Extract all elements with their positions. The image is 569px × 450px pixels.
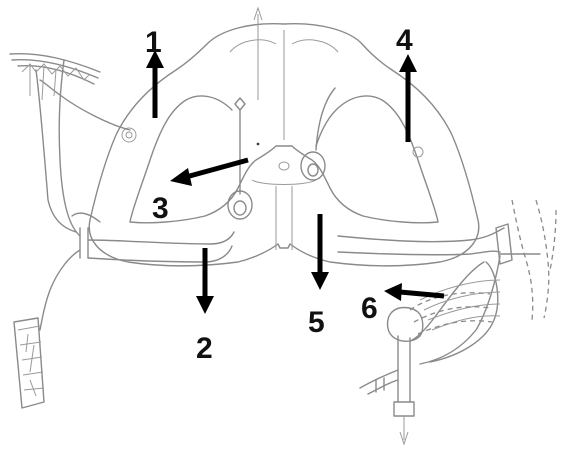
arrow-2 [196, 248, 214, 314]
arrow-5 [311, 214, 329, 290]
ascending-fibre [254, 8, 262, 100]
arrow-3 [170, 160, 248, 186]
muscle-fibre [14, 318, 44, 408]
ventral-fissure [276, 186, 292, 250]
skin-receptor [10, 54, 100, 100]
label-3: 3 [152, 192, 169, 225]
label-6: 6 [361, 292, 378, 325]
label-4: 4 [396, 24, 413, 57]
arrow-1 [146, 50, 164, 118]
label-2: 2 [196, 332, 213, 365]
label-5: 5 [308, 306, 325, 339]
spinal-cord-outline [89, 24, 478, 266]
label-1: 1 [145, 26, 162, 59]
arrow-4 [399, 54, 417, 142]
